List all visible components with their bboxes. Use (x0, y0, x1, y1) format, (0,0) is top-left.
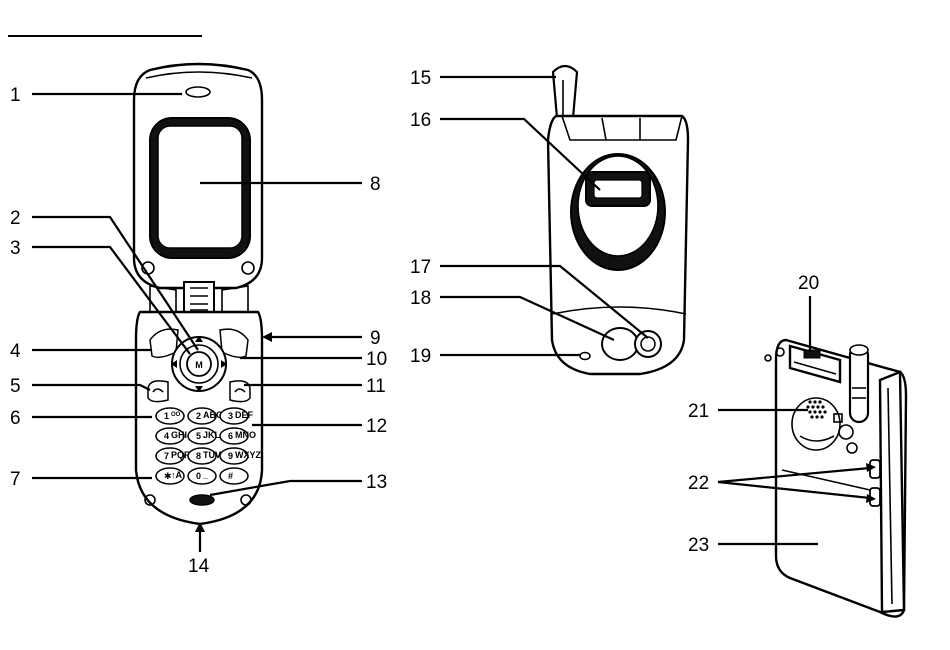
antenna-stub (850, 346, 868, 422)
callout-7: 7 (10, 469, 21, 490)
keypad-key (188, 468, 216, 484)
callout-2: 2 (10, 208, 21, 229)
keypad-key-label: 2 (196, 411, 201, 421)
callout-8: 8 (370, 174, 381, 195)
keypad-key-label: 5 (196, 431, 201, 441)
keypad-key-letters: ᴼᴼ (171, 410, 181, 420)
keypad-key-label: 1 (164, 411, 169, 421)
keypad-key-letters: ↑A (171, 470, 183, 480)
callout-labels: 1 2 3 4 5 6 7 8 9 10 11 12 13 14 15 16 1… (10, 68, 819, 577)
callout-22: 22 (688, 473, 709, 494)
keypad-key-letters: MNO (235, 430, 256, 440)
keypad-key-label: 8 (196, 451, 201, 461)
keypad-key-label: 6 (228, 431, 233, 441)
callout-16: 16 (410, 110, 431, 131)
keypad-key-label: 3 (228, 411, 233, 421)
callout-17: 17 (410, 257, 431, 278)
callout-21: 21 (688, 401, 709, 422)
callout-23: 23 (688, 535, 709, 556)
keypad-key-label: 4 (164, 431, 169, 441)
phone-side-view (765, 340, 906, 617)
menu-key-label: M (195, 360, 203, 370)
callout-19: 19 (410, 346, 431, 367)
microphone (190, 495, 214, 505)
rear-speaker-housing (792, 398, 840, 450)
keypad-key (220, 468, 248, 484)
send-key (148, 381, 168, 402)
keypad-key-letters: _ (202, 470, 209, 480)
callout-15: 15 (410, 68, 431, 89)
status-indicator (580, 353, 590, 360)
callout-11: 11 (366, 376, 386, 397)
phone-closed-front (548, 66, 688, 374)
callout-6: 6 (10, 408, 21, 429)
callout-9: 9 (370, 328, 381, 349)
keypad-key-label: 7 (164, 451, 169, 461)
callout-4: 4 (10, 341, 21, 362)
antenna (553, 66, 577, 118)
callout-14: 14 (188, 556, 210, 577)
camera-mirror (602, 328, 638, 360)
keypad-key-letters: DEF (235, 410, 254, 420)
callout-13: 13 (366, 472, 387, 493)
callout-20: 20 (798, 273, 819, 294)
keypad-key-label: # (228, 471, 233, 481)
keypad-key-letters: GHI (171, 430, 187, 440)
keypad-key-label: 0 (196, 471, 201, 481)
callout-12: 12 (366, 416, 387, 437)
callout-3: 3 (10, 238, 21, 259)
keypad-key-letters: WXYZ (235, 450, 262, 460)
keypad-key-letters: TUV (203, 450, 221, 460)
callout-5: 5 (10, 376, 21, 397)
keypad-key-label: 9 (228, 451, 233, 461)
callout-1: 1 (10, 85, 21, 106)
callout-18: 18 (410, 288, 431, 309)
main-display (158, 126, 242, 248)
keypad-key-letters: JKL (203, 430, 221, 440)
callout-10: 10 (366, 349, 387, 370)
